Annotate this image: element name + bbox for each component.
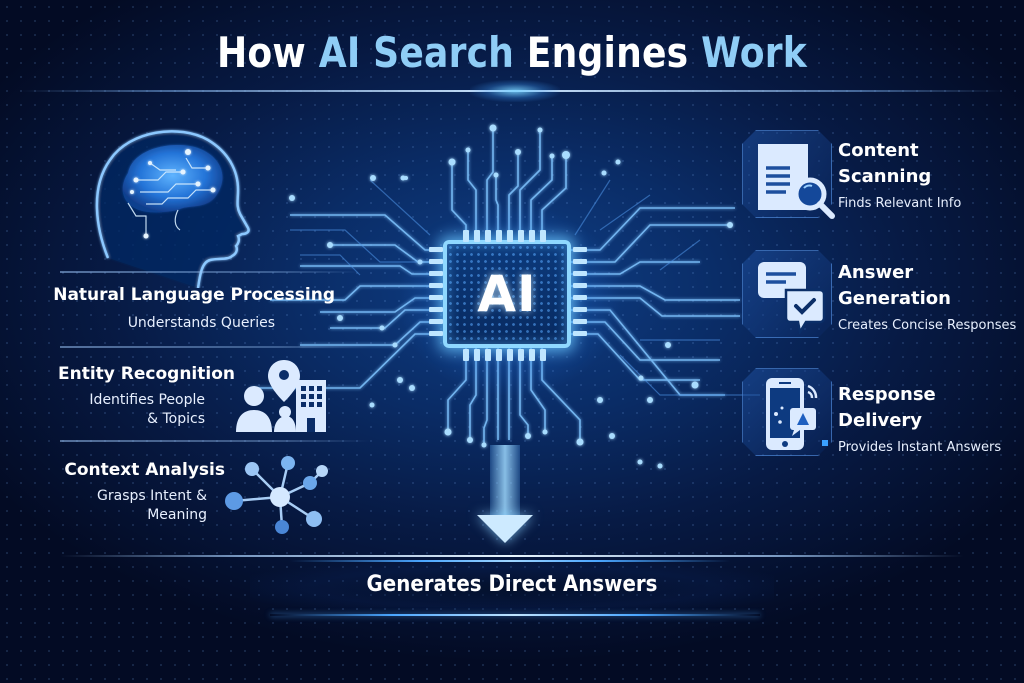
ai-chip: AI	[443, 240, 571, 348]
title-divider-glow	[470, 80, 560, 102]
document-search-icon	[758, 144, 835, 219]
feature-title: Response Delivery	[838, 384, 936, 431]
feature-answer-generation: Answer Generation Creates Concise Respon…	[742, 250, 1016, 345]
feature-subtitle: Provides Instant Answers	[838, 440, 1002, 455]
chip-pins	[429, 230, 587, 361]
feature-title: Content Scanning	[838, 140, 932, 187]
brain-head-icon	[95, 130, 250, 288]
bottom-divider-top	[60, 555, 964, 557]
arrow-down-icon	[477, 515, 533, 543]
feature-title: Natural Language Processing	[53, 285, 335, 305]
feature-subtitle: Creates Concise Responses	[838, 318, 1017, 333]
feature-subtitle-line2: & Topics	[147, 411, 205, 427]
chat-check-icon	[758, 262, 826, 334]
person-location-building-icon	[236, 360, 326, 432]
feature-response-delivery: Response Delivery Provides Instant Answe…	[742, 368, 1012, 463]
page-title: How AI Search Engines Work	[217, 28, 807, 77]
feature-natural-language-processing: Natural Language Processing Understands …	[40, 285, 335, 331]
feature-content-scanning: Content Scanning Finds Relevant Info	[742, 130, 1012, 225]
feature-title: Answer Generation	[838, 262, 951, 309]
feature-subtitle-line1: Grasps Intent &	[97, 488, 207, 504]
feature-subtitle-line1: Identifies People	[89, 392, 205, 408]
bottom-band-background	[250, 562, 774, 614]
left-divider-1	[60, 271, 360, 273]
feature-subtitle: Finds Relevant Info	[838, 196, 962, 211]
network-nodes-icon	[225, 456, 328, 534]
left-divider-3	[60, 440, 370, 442]
arrow-down-shaft	[490, 445, 520, 515]
bottom-divider-bottom	[270, 614, 760, 616]
feature-subtitle-line2: Meaning	[147, 507, 207, 523]
feature-context-analysis: Context Analysis Grasps Intent & Meaning	[40, 460, 225, 523]
ai-chip-label: AI	[477, 265, 537, 323]
bottom-divider-mid	[290, 560, 730, 562]
feature-title: Context Analysis	[64, 460, 225, 480]
feature-title: Entity Recognition	[57, 364, 235, 384]
phone-message-icon	[766, 378, 828, 450]
feature-subtitle: Understands Queries	[127, 315, 275, 331]
bottom-result-label: Generates Direct Answers	[366, 572, 658, 597]
left-divider-2	[60, 346, 370, 348]
feature-entity-recognition: Entity Recognition Identifies People & T…	[40, 364, 235, 427]
